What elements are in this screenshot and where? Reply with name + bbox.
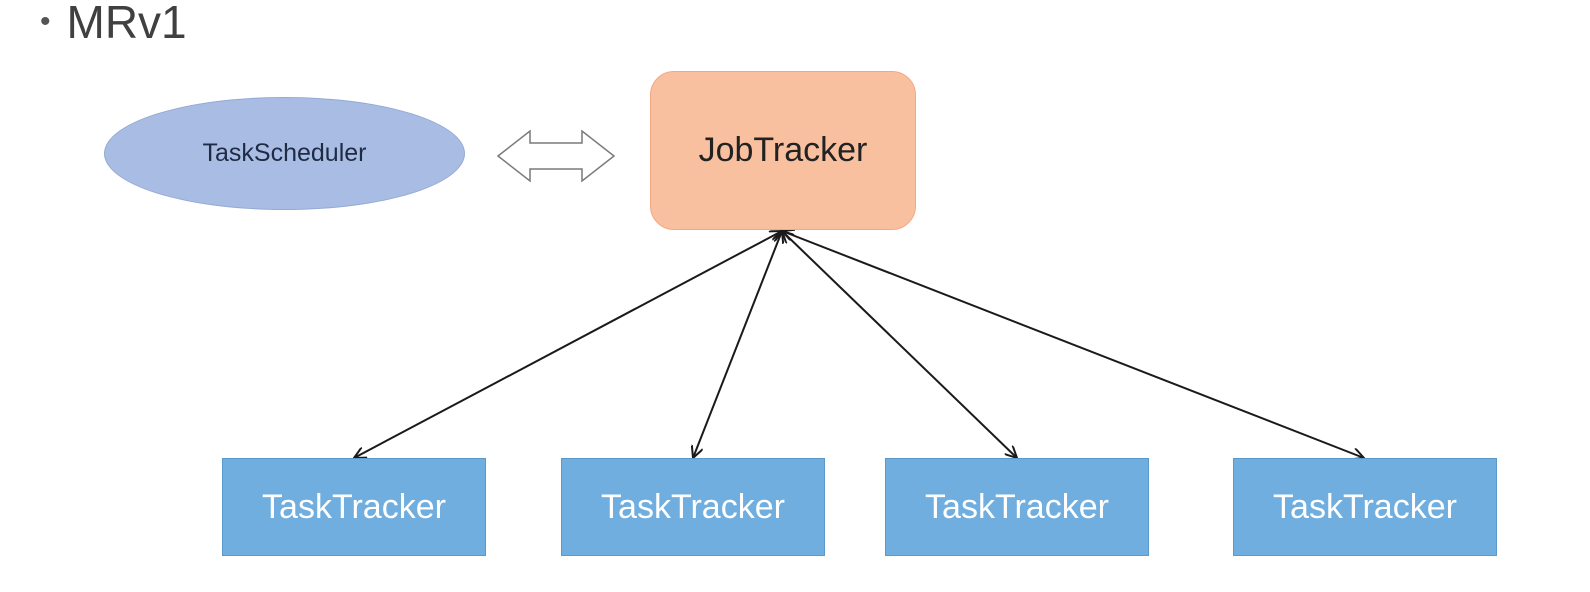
task-tracker-label-2: TaskTracker xyxy=(601,487,785,526)
task-tracker-label-1: TaskTracker xyxy=(262,487,446,526)
edge-jobtracker-tasktracker-3 xyxy=(782,231,1017,458)
task-tracker-node-4: TaskTracker xyxy=(1233,458,1497,556)
task-tracker-node-2: TaskTracker xyxy=(561,458,825,556)
slide-heading: • MRv1 xyxy=(40,0,187,50)
bullet-marker: • xyxy=(40,5,51,38)
job-tracker-label: JobTracker xyxy=(698,131,868,169)
task-tracker-node-3: TaskTracker xyxy=(885,458,1149,556)
job-tracker-node: JobTracker xyxy=(650,71,916,230)
slide-title: MRv1 xyxy=(66,0,187,48)
edge-jobtracker-tasktracker-1 xyxy=(354,231,782,458)
task-scheduler-node: TaskScheduler xyxy=(104,97,465,210)
task-tracker-node-1: TaskTracker xyxy=(222,458,486,556)
edge-jobtracker-tasktracker-4 xyxy=(782,231,1364,458)
edge-jobtracker-tasktracker-2 xyxy=(693,231,782,458)
task-tracker-label-4: TaskTracker xyxy=(1273,487,1457,526)
task-tracker-label-3: TaskTracker xyxy=(925,487,1109,526)
task-scheduler-label: TaskScheduler xyxy=(202,139,367,167)
scheduler-jobtracker-double-arrow xyxy=(496,129,616,183)
